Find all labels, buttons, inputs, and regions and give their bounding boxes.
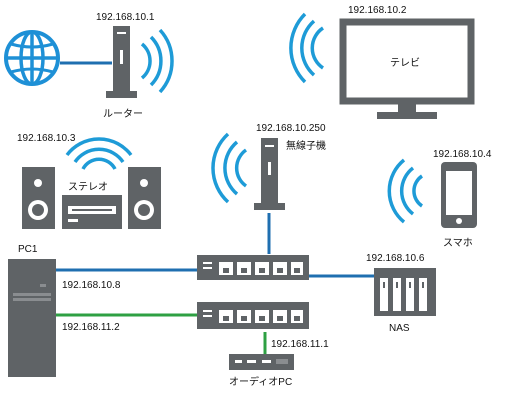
- wifi-icon: [387, 158, 424, 224]
- speaker-icon: [128, 167, 161, 229]
- access-point-icon: [254, 138, 285, 210]
- monitor-icon: [339, 18, 475, 119]
- wifi-icon: [211, 132, 248, 204]
- smartphone-ip: 192.168.10.4: [433, 149, 492, 160]
- nas: 192.168.10.6 NAS: [366, 253, 436, 334]
- tower-pc-icon: [8, 259, 56, 377]
- router-icon: [106, 26, 137, 98]
- access-point: 192.168.10.250 無線子機: [211, 123, 326, 210]
- pc1: PC1 192.168.10.8 192.168.11.2: [8, 244, 121, 377]
- access-point-ip: 192.168.10.250: [256, 123, 326, 134]
- stereo-amplifier-icon: [62, 195, 122, 229]
- tv-ip: 192.168.10.2: [348, 5, 407, 16]
- audio-pc-icon: [229, 354, 294, 370]
- nas-ip: 192.168.10.6: [366, 253, 425, 264]
- router-label: ルーター: [103, 108, 143, 120]
- stereo-label: ステレオ: [68, 181, 108, 193]
- nas-label: NAS: [389, 323, 410, 334]
- audio-pc-label: オーディオPC: [229, 375, 292, 388]
- audio-pc: 192.168.11.1 オーディオPC: [229, 339, 329, 388]
- globe-icon: [4, 30, 60, 86]
- wifi-icon: [289, 12, 325, 84]
- router-ip: 192.168.10.1: [96, 12, 155, 23]
- wifi-icon: [65, 137, 133, 170]
- pc1-label: PC1: [18, 244, 38, 255]
- tv: 192.168.10.2 テレビ: [289, 5, 475, 119]
- router: 192.168.10.1 ルーター: [96, 12, 174, 120]
- pc1-ip-upper: 192.168.10.8: [62, 280, 121, 291]
- tv-label: テレビ: [390, 57, 420, 69]
- speaker-icon: [22, 167, 55, 229]
- stereo: 192.168.10.3 ステレオ: [17, 133, 161, 229]
- nas-icon: [374, 268, 436, 316]
- connection-lines: [56, 61, 374, 355]
- smartphone-label: スマホ: [443, 237, 473, 249]
- smartphone: 192.168.10.4 スマホ: [387, 149, 492, 249]
- stereo-ip: 192.168.10.3: [17, 133, 76, 144]
- pc1-ip-lower: 192.168.11.2: [62, 322, 120, 333]
- smartphone-icon: [441, 162, 477, 228]
- access-point-label: 無線子機: [286, 139, 326, 152]
- audio-pc-ip: 192.168.11.1: [271, 339, 329, 350]
- wifi-icon: [140, 28, 174, 94]
- network-switch-icon: [197, 302, 309, 329]
- network-switch-icon: [197, 255, 309, 280]
